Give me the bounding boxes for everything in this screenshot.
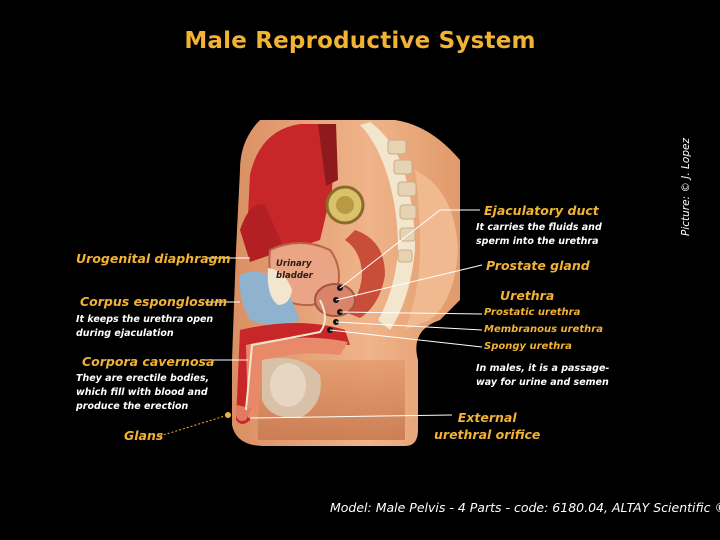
external-urethral-orifice-label: External urethral orifice — [434, 410, 541, 442]
model-footer: Model: Male Pelvis - 4 Parts - code: 618… — [330, 500, 720, 515]
diagram-title: Male Reproductive System — [184, 28, 536, 54]
membranous-urethra-label: Membranous urethra — [484, 324, 603, 335]
corpus-esponglosum-label: Corpus esponglosum — [80, 294, 228, 309]
ejaculatory-duct-description: It carries the fluids and sperm into the… — [476, 222, 602, 247]
urethra-label: Urethra — [500, 288, 555, 303]
urinary-bladder-label: Urinary bladder — [276, 259, 313, 281]
corpus-esponglosum-description: It keeps the urethra open during ejacula… — [76, 314, 214, 339]
prostatic-urethra-label: Prostatic urethra — [484, 307, 581, 318]
ejaculatory-duct-label: Ejaculatory duct — [484, 203, 599, 218]
glans-label: Glans — [124, 428, 164, 443]
spongy-urethra-label: Spongy urethra — [484, 341, 572, 352]
urogenital-diaphragm-label: Urogenital diaphragm — [76, 251, 231, 266]
corpora-cavernosa-label: Corpora cavernosa — [82, 354, 215, 369]
corpora-cavernosa-description: They are erectile bodies, which fill wit… — [76, 373, 210, 412]
prostate-gland-label: Prostate gland — [486, 258, 590, 273]
urethra-description: In males, it is a passage- way for urine… — [476, 363, 610, 388]
picture-credit: Picture: © J. Lopez — [680, 138, 692, 236]
